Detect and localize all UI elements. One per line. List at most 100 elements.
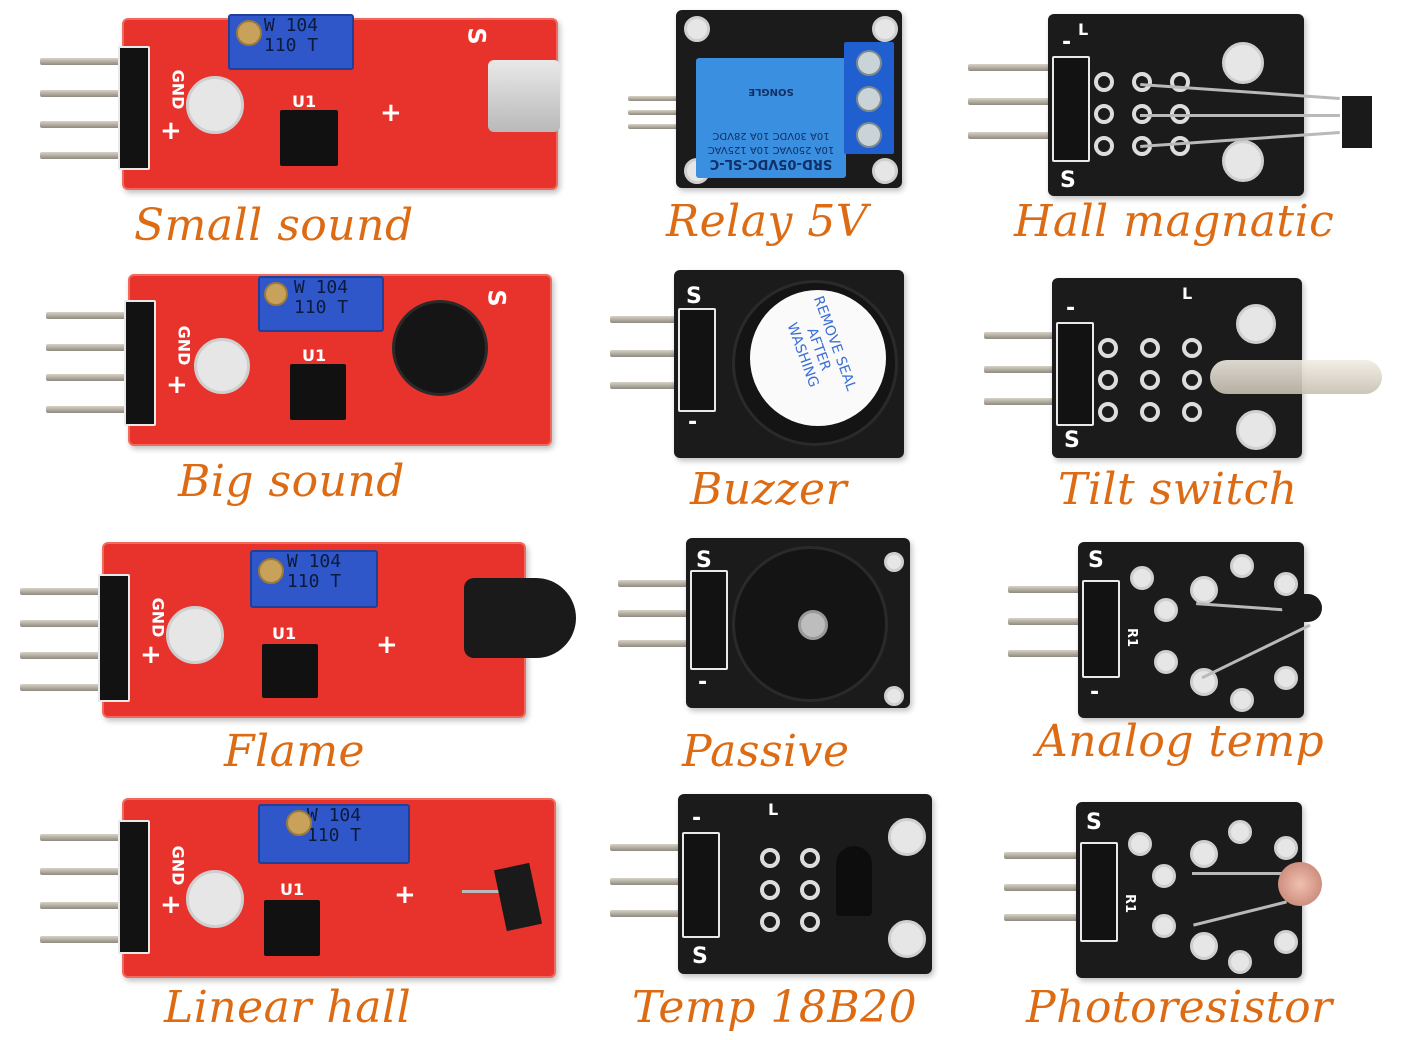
pad-hole — [1190, 668, 1218, 696]
header-pin — [1004, 852, 1096, 859]
pot-screw — [264, 282, 288, 306]
silk-l: L — [1078, 20, 1089, 39]
solder-pad — [1098, 370, 1118, 390]
header-pin — [984, 366, 1080, 373]
relay-rating-text: 10A 250VAC 10A 125VAC — [707, 144, 835, 155]
terminal-screw — [856, 50, 882, 76]
silk-r1: R1 — [1122, 893, 1138, 914]
ic-chip — [290, 364, 346, 420]
ic-chip — [262, 644, 318, 698]
silk-s: S — [1060, 168, 1076, 193]
pin-header — [98, 574, 130, 702]
header-pin — [618, 640, 708, 647]
module-big-sound: GND + W 104 110 T U1 S Big sound — [0, 260, 560, 520]
mount-hole — [194, 338, 250, 394]
header-pin — [984, 398, 1080, 405]
pin-header — [678, 308, 716, 412]
silk-minus: - — [1090, 680, 1100, 705]
header-pin — [628, 124, 688, 129]
module-small-sound: GND + W 104 110 T U1 + S Small sound — [0, 0, 560, 260]
module-label: Relay 5V — [666, 196, 869, 247]
silk-minus: - — [1062, 30, 1072, 55]
module-buzzer: S - REMOVE SEAL AFTER WASHING Buzzer — [600, 260, 940, 520]
module-label: Linear hall — [164, 982, 412, 1033]
pad-hole — [1274, 666, 1298, 690]
photoresistor-lead — [1192, 872, 1288, 875]
silk-minus: - — [698, 670, 708, 695]
pad-hole — [1154, 650, 1178, 674]
solder-pad — [760, 880, 780, 900]
solder-pad — [1094, 72, 1114, 92]
sensor-lead — [462, 890, 510, 893]
header-pin — [618, 580, 708, 587]
silk-plus: + — [394, 880, 416, 910]
flame-ir-led — [464, 578, 576, 658]
header-pin — [40, 902, 140, 909]
sensor-lead — [1140, 114, 1340, 117]
module-label: Small sound — [134, 200, 414, 251]
mount-hole — [186, 870, 244, 928]
solder-pad — [1140, 370, 1160, 390]
header-pin — [1004, 884, 1096, 891]
pot-text: W 104 — [293, 277, 349, 298]
mount-hole — [166, 606, 224, 664]
solder-pad — [1140, 402, 1160, 422]
header-pin — [46, 312, 146, 319]
header-pin — [40, 834, 140, 841]
pin-header — [690, 570, 728, 670]
header-pin — [610, 316, 700, 323]
pad-hole — [1274, 836, 1298, 860]
pin-header — [1080, 842, 1118, 942]
header-pin — [40, 152, 140, 159]
silk-minus: - — [1066, 296, 1076, 321]
pot-text: W 104 — [306, 805, 362, 826]
module-label: Flame — [224, 726, 366, 777]
solder-pad — [1182, 338, 1202, 358]
mount-hole — [872, 16, 898, 42]
header-pin — [610, 844, 706, 851]
silk-u1: U1 — [292, 92, 317, 111]
buzzer-seal-sticker: REMOVE SEAL AFTER WASHING — [750, 290, 886, 426]
mount-hole — [1236, 304, 1276, 344]
solder-pad — [800, 880, 820, 900]
mount-hole — [888, 920, 926, 958]
relay-rating-text: 10A 30VDC 10A 28VDC — [712, 130, 830, 141]
silk-plus: + — [376, 630, 398, 660]
header-pin — [628, 96, 688, 101]
mount-hole — [884, 686, 904, 706]
silk-plus: + — [160, 116, 182, 146]
module-hall-magnetic: L - S Hall magnatic — [960, 0, 1419, 260]
header-pin — [46, 344, 146, 351]
pot-text: 110 T — [286, 571, 342, 592]
header-pin — [40, 121, 140, 128]
solder-pad — [800, 848, 820, 868]
header-pin — [40, 90, 140, 97]
pot-text: 110 T — [306, 825, 362, 846]
silk-u1: U1 — [280, 880, 305, 899]
header-pin — [1008, 586, 1098, 593]
module-analog-temp: S - R1 Analog temp — [960, 520, 1419, 780]
mount-hole — [1222, 140, 1264, 182]
header-pin — [46, 406, 146, 413]
silk-minus: - — [692, 806, 702, 831]
silk-minus: - — [688, 410, 698, 435]
solder-pad — [1098, 402, 1118, 422]
terminal-screw — [856, 86, 882, 112]
microphone — [488, 60, 560, 132]
silk-s: S — [692, 944, 708, 969]
pad-hole — [1130, 566, 1154, 590]
photoresistor-cell — [1278, 862, 1322, 906]
pad-hole — [1228, 950, 1252, 974]
solder-pad — [1098, 338, 1118, 358]
tilt-switch-capsule — [1210, 360, 1382, 394]
pad-hole — [1152, 864, 1176, 888]
solder-pad — [800, 912, 820, 932]
header-pin — [968, 98, 1068, 105]
pad-hole — [1230, 554, 1254, 578]
pin-header — [1052, 56, 1090, 162]
module-label: Big sound — [178, 456, 405, 507]
silk-plus: + — [140, 640, 162, 670]
module-relay: SRD-05VDC-SL-C 10A 250VAC 10A 125VAC 10A… — [600, 0, 940, 260]
module-label: Tilt switch — [1058, 464, 1298, 515]
module-photoresistor: S R1 Photoresistor — [960, 780, 1419, 1040]
